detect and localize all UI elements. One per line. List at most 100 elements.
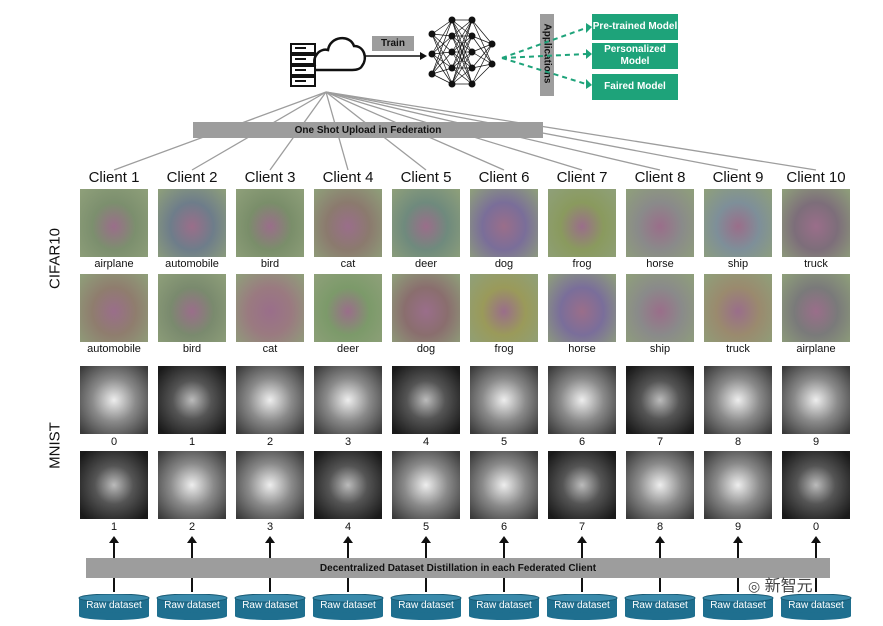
mnist-distilled-image [548,451,616,519]
mnist-class-label: 9 [812,436,820,448]
distillation-bar: Decentralized Dataset Distillation in ea… [86,558,830,578]
stem-line [503,578,505,592]
cifar-class-label: deer [414,258,438,270]
upward-arrow [577,536,587,558]
upward-arrow [109,536,119,558]
client-title-7: Client 7 [556,169,608,186]
client-title-4: Client 4 [322,169,374,186]
cifar-distilled-image [782,274,850,342]
mnist-class-label: 1 [188,436,196,448]
cifar-distilled-image [548,274,616,342]
mnist-distilled-image [80,451,148,519]
upload-bar: One Shot Upload in Federation [193,122,543,138]
raw-dataset-label: Raw dataset [320,600,376,611]
train-arrow [364,48,428,62]
app-pretrained-model: Pre-trained Model [592,14,678,40]
mnist-distilled-image [392,366,460,434]
raw-dataset-label: Raw dataset [86,600,142,611]
mnist-distilled-image [704,366,772,434]
cifar-class-label: horse [568,343,596,355]
upward-arrow [499,536,509,558]
raw-dataset-database-icon: Raw dataset [390,593,462,620]
client-title-2: Client 2 [166,169,218,186]
upward-arrow [811,536,821,558]
stem-line [347,578,349,592]
mnist-label: MNIST [46,422,64,469]
mnist-class-label: 9 [734,521,742,533]
cifar-class-label: airplane [94,258,134,270]
cifar-class-label: dog [494,258,514,270]
raw-dataset-database-icon: Raw dataset [702,593,774,620]
cifar-class-label: frog [572,258,592,270]
raw-dataset-database-icon: Raw dataset [624,593,696,620]
upward-arrow [655,536,665,558]
mnist-class-label: 4 [344,521,352,533]
mnist-class-label: 5 [422,521,430,533]
mnist-class-label: 3 [344,436,352,448]
cifar-distilled-image [314,274,382,342]
mnist-distilled-image [626,366,694,434]
mnist-distilled-image [314,366,382,434]
upward-arrow [733,536,743,558]
stem-line [815,578,817,592]
cifar-distilled-image [392,274,460,342]
application-arrows [500,18,592,98]
app-faired-model: Faired Model [592,74,678,100]
raw-dataset-label: Raw dataset [710,600,766,611]
cifar-distilled-image [236,274,304,342]
cifar-class-label: ship [727,258,749,270]
mnist-distilled-image [470,366,538,434]
mnist-distilled-image [626,451,694,519]
stem-line [737,578,739,592]
raw-dataset-label: Raw dataset [398,600,454,611]
mnist-class-label: 2 [188,521,196,533]
mnist-distilled-image [470,451,538,519]
cifar-distilled-image [704,274,772,342]
raw-dataset-database-icon: Raw dataset [78,593,150,620]
mnist-class-label: 8 [734,436,742,448]
stem-line [425,578,427,592]
client-title-6: Client 6 [478,169,530,186]
raw-dataset-label: Raw dataset [476,600,532,611]
stem-line [269,578,271,592]
raw-dataset-database-icon: Raw dataset [546,593,618,620]
mnist-distilled-image [392,451,460,519]
client-title-5: Client 5 [400,169,452,186]
raw-dataset-label: Raw dataset [242,600,298,611]
cifar-distilled-image [470,274,538,342]
cifar-class-label: ship [649,343,671,355]
cifar-distilled-image [236,189,304,257]
mnist-distilled-image [236,451,304,519]
cifar-class-label: automobile [87,343,141,355]
mnist-distilled-image [782,366,850,434]
mnist-distilled-image [236,366,304,434]
mnist-distilled-image [548,366,616,434]
cifar-class-label: horse [646,258,674,270]
server-cloud-icon [288,26,368,88]
cifar-distilled-image [80,274,148,342]
upload-line-client-10 [325,91,817,171]
cifar-distilled-image [314,189,382,257]
raw-dataset-label: Raw dataset [788,600,844,611]
watermark-logo: ◎ 新智元 [748,572,813,596]
client-title-3: Client 3 [244,169,296,186]
stem-line [113,578,115,592]
cifar-class-label: cat [340,258,356,270]
cifar-class-label: cat [262,343,278,355]
mnist-class-label: 8 [656,521,664,533]
mnist-distilled-image [158,366,226,434]
cifar-class-label: frog [494,343,514,355]
watermark-text: 新智元 [764,578,813,595]
mnist-distilled-image [314,451,382,519]
cifar-class-label: deer [336,343,360,355]
stem-line [659,578,661,592]
cifar-class-label: dog [416,343,436,355]
mnist-distilled-image [704,451,772,519]
raw-dataset-database-icon: Raw dataset [312,593,384,620]
cifar-class-label: bird [260,258,280,270]
raw-dataset-database-icon: Raw dataset [780,593,852,620]
cifar-distilled-image [158,274,226,342]
mnist-class-label: 1 [110,521,118,533]
stem-line [191,578,193,592]
mnist-distilled-image [80,366,148,434]
